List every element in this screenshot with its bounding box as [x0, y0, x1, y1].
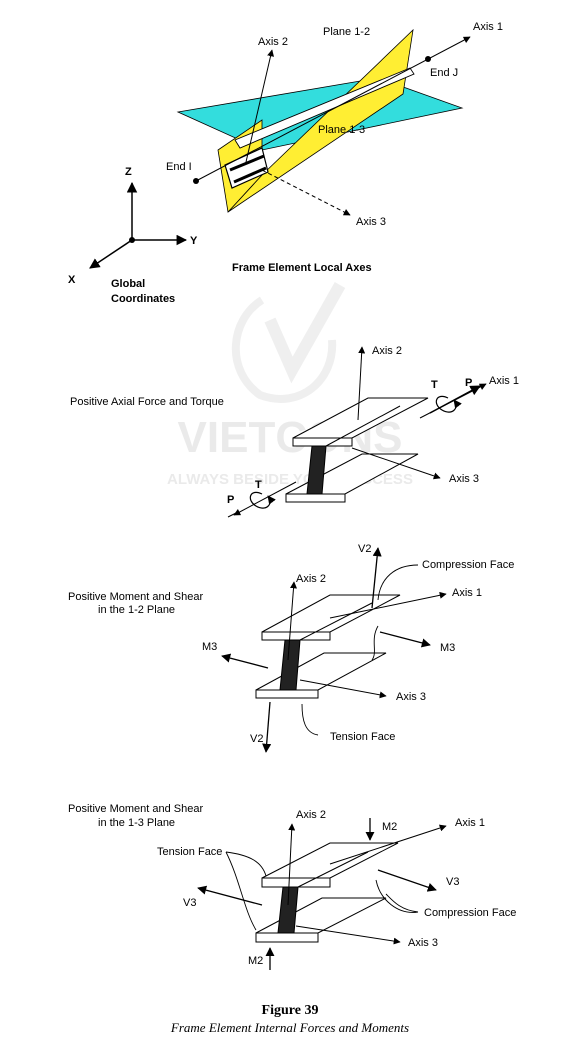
v3-right-arrow [377, 869, 437, 892]
torque-right-arc [435, 395, 462, 413]
m13-label-axis-1: Axis 1 [455, 817, 485, 829]
figure-caption-text: Frame Element Internal Forces and Moment… [170, 1020, 409, 1035]
label-plane-1-2: Plane 1-2 [323, 26, 370, 38]
m13-label-m2-bottom: M2 [248, 955, 263, 967]
m13-label-compression-face: Compression Face [424, 907, 516, 919]
axis-2-arrow [245, 49, 274, 163]
m12-label-m3-right: M3 [440, 642, 455, 654]
label-plane-1-3: Plane 1-3 [318, 124, 365, 136]
m12-label-compression-face: Compression Face [422, 559, 514, 571]
axial-label-axis-1: Axis 1 [489, 375, 519, 387]
m12-title-line1: Positive Moment and Shear [68, 591, 203, 603]
label-axis-2: Axis 2 [258, 36, 288, 48]
m12-label-axis-3: Axis 3 [396, 691, 426, 703]
panel-moment-1-2: Positive Moment and Shear in the 1-2 Pla… [68, 543, 514, 753]
v2-down-arrow [262, 701, 272, 753]
axis-3-arrow [261, 169, 351, 216]
panel-axial-force: Positive Axial Force and Torque Axis 2 A… [70, 345, 519, 518]
axial-label-axis-2: Axis 2 [372, 345, 402, 357]
v3-left-arrow [197, 885, 263, 906]
axial-label-p-right: P [465, 377, 472, 389]
m12-label-axis-2: Axis 2 [296, 573, 326, 585]
m13-label-m2-top: M2 [382, 821, 397, 833]
label-global-y: Y [190, 235, 198, 247]
m12-label-v2-bottom: V2 [250, 733, 263, 745]
m12-label-v2-top: V2 [358, 543, 371, 555]
global-x-arrow [89, 239, 133, 269]
axial-label-t-left: T [255, 479, 262, 491]
axis-1-arrow [195, 36, 471, 182]
axial-label-axis-3: Axis 3 [449, 473, 479, 485]
label-global-z: Z [125, 166, 132, 178]
m13-label-v3-left: V3 [183, 897, 196, 909]
label-axis-3: Axis 3 [356, 216, 386, 228]
label-global-line2: Coordinates [111, 293, 175, 305]
label-axis-1: Axis 1 [473, 21, 503, 33]
label-end-j: End J [430, 67, 458, 79]
label-global-x: X [68, 274, 76, 286]
label-global-line1: Global [111, 278, 145, 290]
figure-caption: Figure 39 Frame Element Internal Forces … [170, 1003, 409, 1035]
m13-title-line1: Positive Moment and Shear [68, 803, 203, 815]
m12-label-m3-left: M3 [202, 641, 217, 653]
m13-label-v3-right: V3 [446, 876, 459, 888]
m3-left-arrow [221, 653, 269, 669]
figure-number: Figure 39 [262, 1003, 319, 1018]
axial-label-t-right: T [431, 379, 438, 391]
axial-label-p-left: P [227, 494, 234, 506]
panel-local-axes: Axis 1 Axis 2 Axis 3 Plane 1-2 Plane 1-3… [68, 21, 503, 305]
m13-label-axis-2: Axis 2 [296, 809, 326, 821]
m12-label-tension-face: Tension Face [330, 731, 395, 743]
beam-member [234, 67, 415, 149]
m13-title-line2: in the 1-3 Plane [98, 817, 175, 829]
panel-local-axes-title: Frame Element Local Axes [232, 262, 372, 274]
m12-label-axis-1: Axis 1 [452, 587, 482, 599]
axial-p-left-arrow [233, 481, 297, 516]
label-end-i: End I [166, 161, 192, 173]
m13-label-axis-3: Axis 3 [408, 937, 438, 949]
v2-up-arrow [371, 547, 382, 609]
m3-right-arrow [379, 631, 431, 648]
panel-moment-1-3: Positive Moment and Shear in the 1-3 Pla… [68, 803, 516, 970]
panel-axial-title: Positive Axial Force and Torque [70, 396, 224, 408]
torque-left-arc [249, 491, 276, 509]
m13-label-tension-face: Tension Face [157, 846, 222, 858]
m12-title-line2: in the 1-2 Plane [98, 604, 175, 616]
